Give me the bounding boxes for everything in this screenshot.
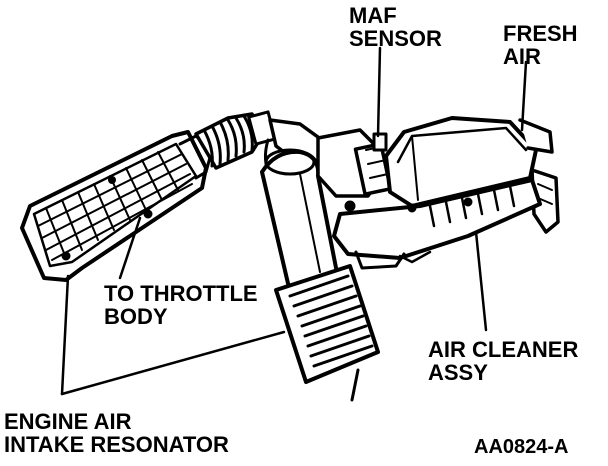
engine-air-intake-resonator-label-line-2: INTAKE RESONATOR [4, 432, 229, 457]
to-throttle-body-label: TO THROTTLE BODY [104, 282, 258, 328]
maf-sensor-label-line-1: MAF [349, 3, 397, 28]
air-cleaner-assembly [332, 116, 560, 270]
air-cleaner-assy-label-line-2: ASSY [428, 360, 488, 385]
fresh-air-label: FRESH AIR [503, 22, 578, 68]
maf-sensor [316, 128, 393, 212]
engine-air-intake-resonator-label: ENGINE AIR INTAKE RESONATOR [4, 410, 229, 456]
engine-air-intake-resonator-label-line-1: ENGINE AIR [4, 409, 132, 434]
maf-sensor-label: MAF SENSOR [349, 4, 442, 50]
fresh-air-label-line-1: FRESH [503, 21, 578, 46]
figure-code: AA0824-A [474, 436, 569, 458]
leader-lines [60, 46, 528, 396]
maf-sensor-label-line-2: SENSOR [349, 26, 442, 51]
fresh-air-label-line-2: AIR [503, 44, 541, 69]
engine-air-intake-resonator [20, 130, 214, 282]
to-throttle-body-label-line-2: BODY [104, 304, 168, 329]
air-cleaner-assy-label: AIR CLEANER ASSY [428, 338, 578, 384]
throttle-body-duct [260, 148, 380, 402]
to-throttle-body-label-line-1: TO THROTTLE [104, 281, 258, 306]
air-cleaner-assy-label-line-1: AIR CLEANER [428, 337, 579, 362]
